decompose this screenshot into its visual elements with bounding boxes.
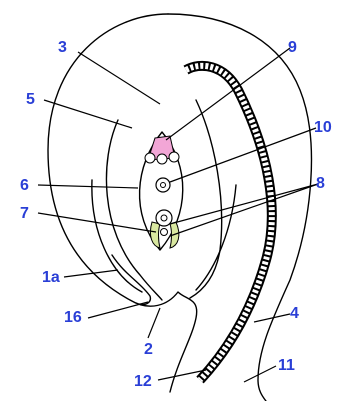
green-region-left [150, 222, 160, 248]
label-7: 7 [20, 205, 29, 222]
leader-5 [44, 100, 132, 128]
leader-9 [166, 48, 290, 140]
label-16: 16 [64, 309, 82, 326]
pink-circle-3 [169, 152, 179, 162]
inner-fold-right-1 [190, 100, 222, 298]
label-5: 5 [26, 91, 35, 108]
label-11: 11 [278, 357, 295, 374]
leader-8a [170, 184, 318, 224]
label-6: 6 [20, 177, 29, 194]
label-10: 10 [314, 119, 332, 136]
leader-10 [170, 128, 316, 182]
pink-circle-1 [145, 153, 155, 163]
label-2: 2 [144, 341, 153, 358]
label-1a: 1a [42, 269, 60, 286]
green-dot-top [161, 215, 167, 221]
center-dot-10 [161, 183, 166, 188]
leader-11 [244, 366, 276, 382]
label-9: 9 [288, 39, 297, 56]
label-4: 4 [290, 305, 299, 322]
leader-6 [38, 185, 138, 188]
label-3: 3 [58, 39, 67, 56]
leader-2 [148, 308, 160, 338]
leader-16 [88, 302, 148, 318]
pink-circle-2 [157, 154, 167, 164]
label-8: 8 [316, 175, 325, 192]
green-circle-small [161, 229, 168, 236]
outer-body-outline [48, 14, 197, 392]
inner-fold-right-2 [196, 185, 236, 290]
leader-3 [78, 52, 160, 104]
label-12: 12 [134, 373, 152, 390]
leader-8b [170, 184, 318, 236]
